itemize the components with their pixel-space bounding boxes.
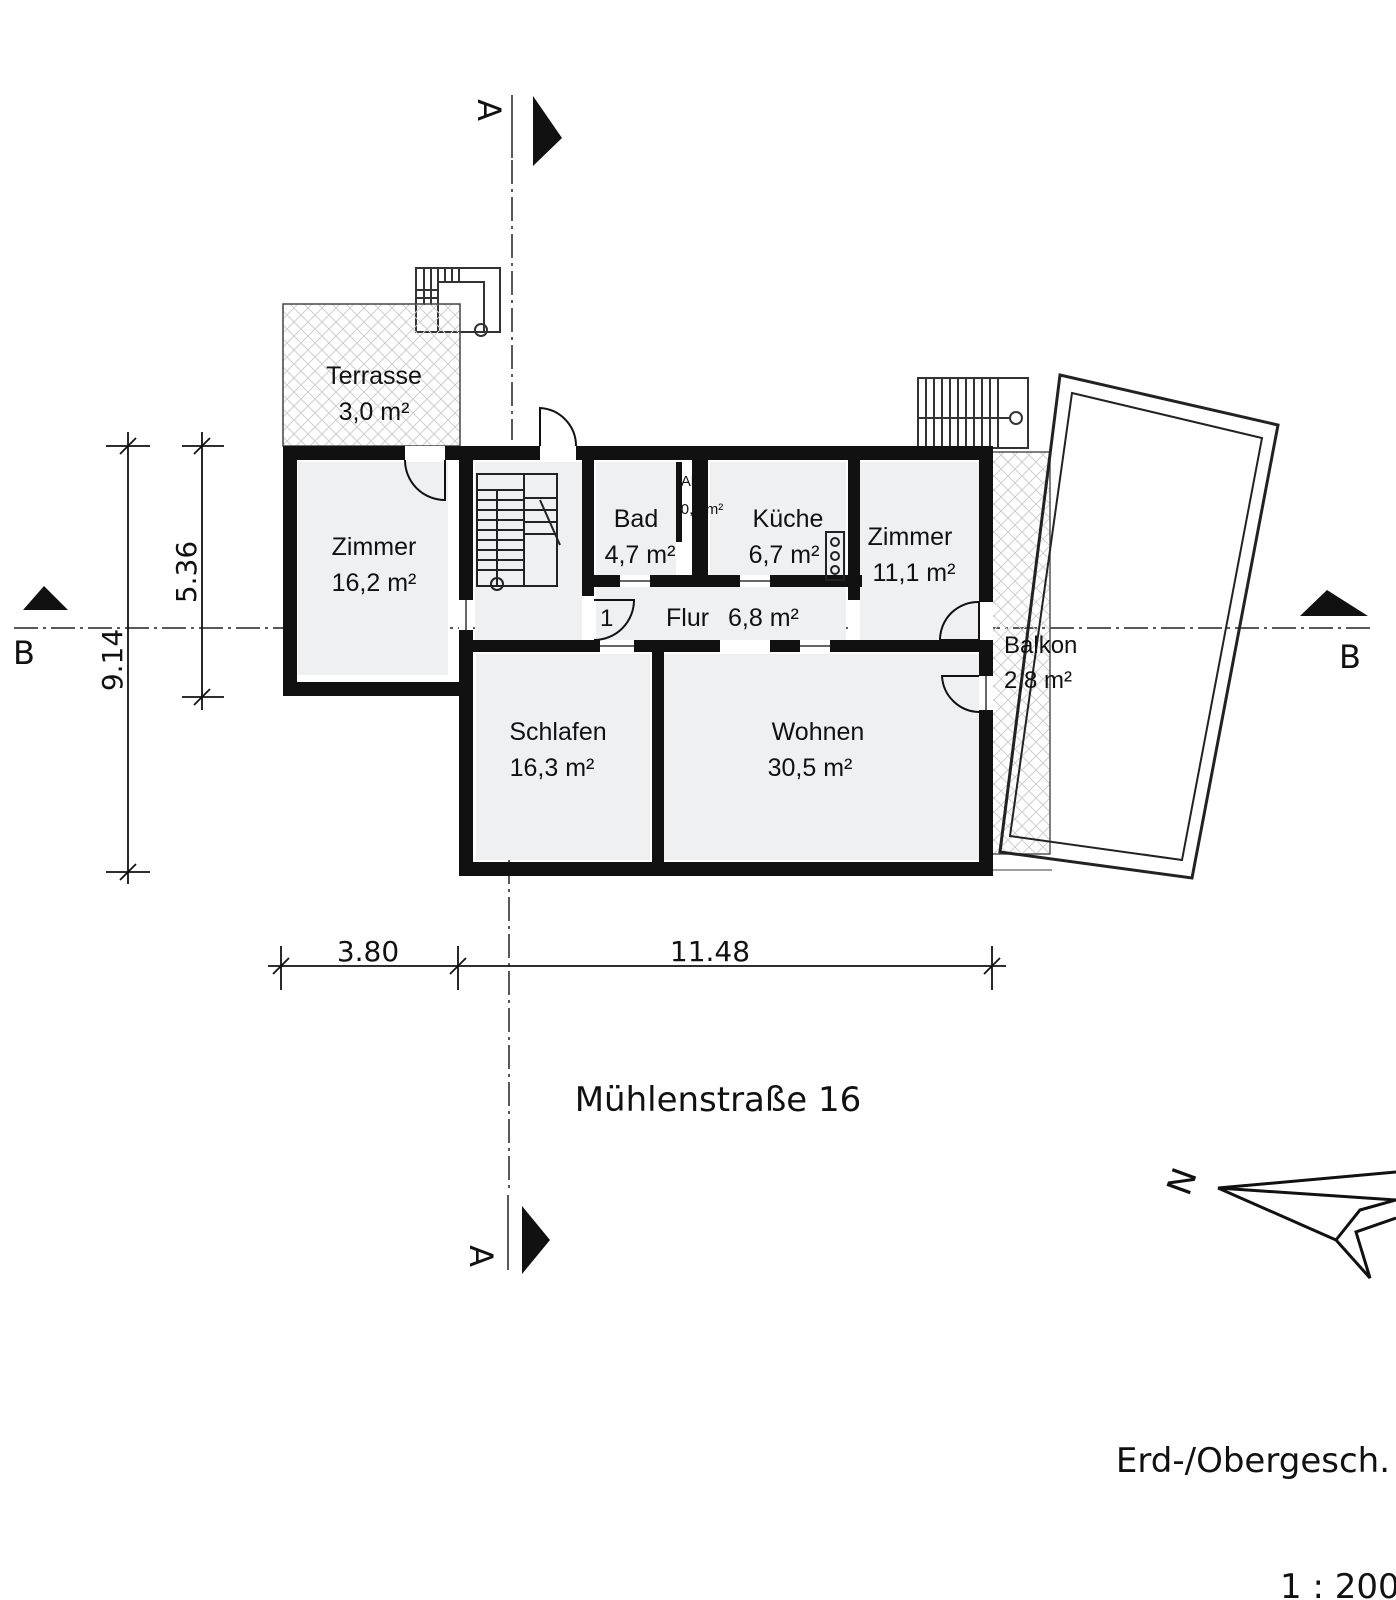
section-b-left-label: B (13, 634, 35, 672)
section-a-top-label: A (470, 99, 508, 121)
walls (283, 446, 993, 876)
room-area-zimmer-east: 11,1 m² (873, 559, 956, 587)
address-caption: Mühlenstraße 16 (575, 1080, 862, 1120)
room-name-terrasse: Terrasse (326, 362, 422, 390)
room-area-zimmer-west: 16,2 m² (332, 569, 417, 597)
door-number: 1 (600, 605, 613, 632)
floor-label: Erd-/Obergesch. (1116, 1441, 1390, 1481)
room-name-wohnen: Wohnen (772, 718, 865, 746)
room-area-kueche: 6,7 m² (749, 541, 820, 569)
stove-icon (825, 531, 845, 581)
angled-balcony (998, 373, 1280, 880)
room-fill-zimmer-east (860, 462, 982, 640)
dim-depth-total: 9.14 (96, 629, 129, 691)
room-area-bad: 4,7 m² (605, 541, 676, 569)
door-swings (404, 406, 980, 713)
room-fill-flur (596, 585, 846, 640)
section-b-left-arrow-icon (23, 586, 68, 610)
room-area-wohnen: 30,5 m² (768, 754, 853, 782)
room-fill-kueche (710, 462, 846, 575)
room-name-kueche: Küche (753, 505, 824, 533)
scale-label: 1 : 200 (1280, 1567, 1396, 1600)
stair-balcony (917, 377, 1029, 449)
room-fill-bad (596, 462, 676, 575)
room-name-flur: Flur (666, 604, 709, 632)
north-label: N (1160, 1163, 1206, 1201)
room-name-schlafen: Schlafen (509, 718, 606, 746)
room-name-bad: Bad (614, 505, 658, 533)
section-a-top-arrow-icon (533, 96, 562, 166)
section-b-right-label: B (1339, 638, 1361, 676)
room-name-zimmer-east: Zimmer (868, 523, 953, 551)
room-fill-zimmer-west (298, 462, 448, 675)
room-area-balkon: 2,8 m² (1004, 667, 1072, 694)
dim-depth-part: 5.36 (170, 541, 203, 603)
room-name-zimmer-west: Zimmer (332, 533, 417, 561)
room-area-terrasse: 3,0 m² (339, 398, 410, 426)
north-arrow-icon (1217, 1170, 1396, 1280)
dimension-vertical (106, 432, 224, 884)
section-a-bottom-arrow-icon (522, 1206, 550, 1274)
internal-stair (476, 473, 561, 591)
dim-width-left: 3.80 (337, 935, 399, 968)
room-name-balkon: Balkon (1004, 632, 1077, 659)
section-line-a (507, 95, 562, 1274)
dimension-horizontal (268, 946, 1006, 990)
door-gap-entrance (540, 446, 576, 460)
section-a-bottom-label: A (462, 1245, 500, 1267)
section-b-right-arrow-icon (1300, 590, 1368, 616)
balcony-area (991, 451, 1051, 855)
terrace-area (282, 303, 461, 447)
room-name-ab: Ab (681, 473, 699, 490)
room-area-schlafen: 16,3 m² (510, 754, 595, 782)
door-gap-terrace (405, 446, 445, 460)
room-fill-wohnen (664, 654, 982, 860)
room-fill-schlafen (476, 654, 650, 860)
room-area-flur: 6,8 m² (728, 604, 799, 632)
dim-width-right: 11.48 (670, 935, 750, 968)
room-area-ab: 0,8 m² (681, 501, 724, 518)
